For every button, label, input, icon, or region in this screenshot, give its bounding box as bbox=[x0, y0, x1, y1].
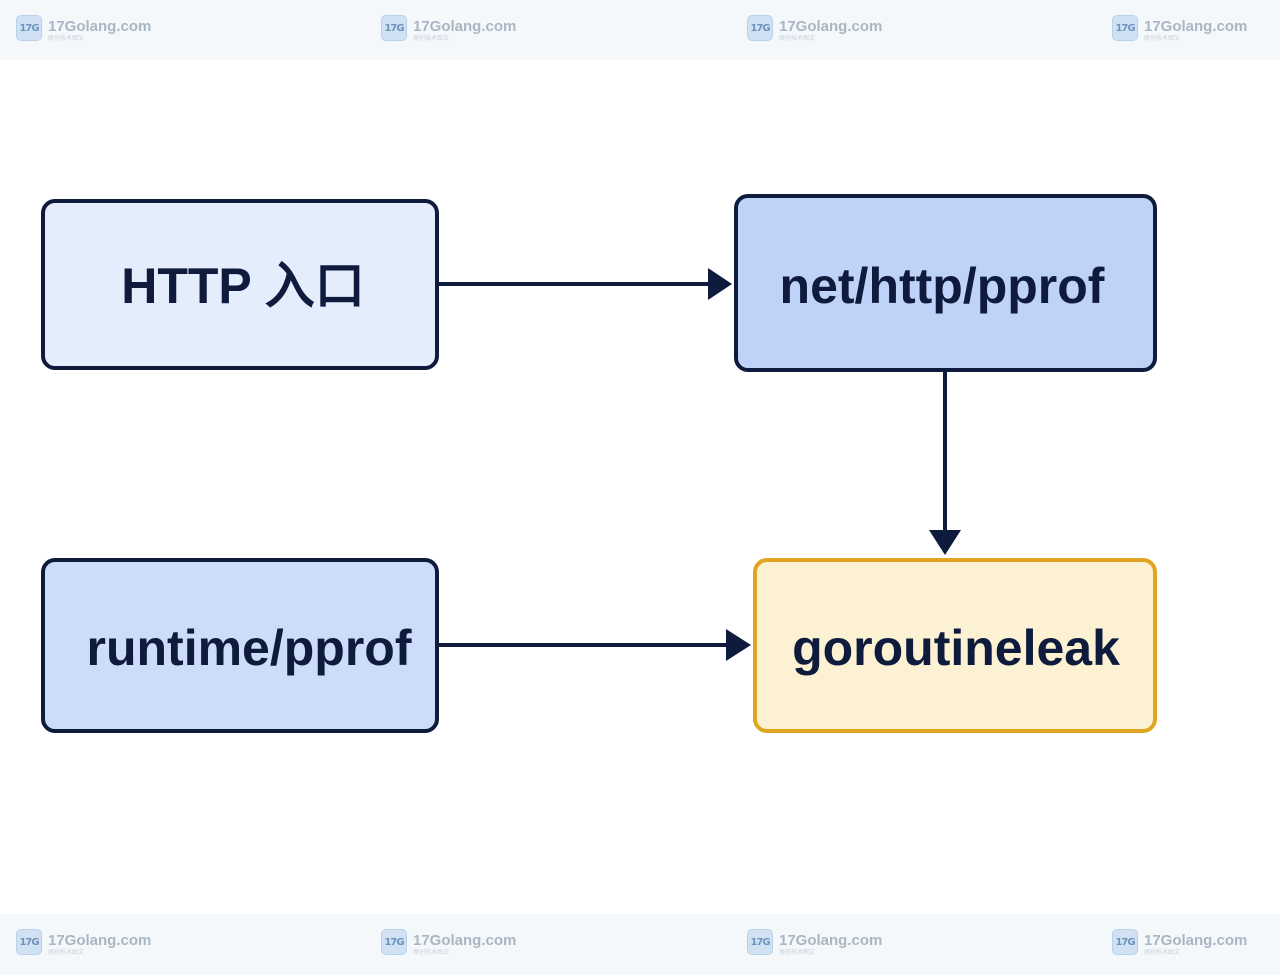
watermark-sub: 原创技术图文 bbox=[1144, 35, 1181, 42]
node-goroutineleak: goroutineleak bbox=[753, 558, 1157, 733]
watermark-sub: 原创技术图文 bbox=[779, 949, 816, 956]
watermark-site: 17Golang.com bbox=[413, 932, 517, 949]
watermark-bar-top: 17G 17Golang.com 原创技术图文 17G 17Golang.com… bbox=[0, 0, 1280, 60]
watermark: 17G 17Golang.com 原创技术图文 bbox=[747, 929, 882, 956]
watermark-sub: 原创技术图文 bbox=[413, 949, 450, 956]
watermark-logo-icon: 17G bbox=[381, 15, 407, 41]
watermark-site: 17Golang.com bbox=[1144, 932, 1248, 949]
edges bbox=[438, 268, 961, 661]
node-net-http-pprof: net/http/pprof bbox=[734, 194, 1157, 372]
watermark-logo-icon: 17G bbox=[747, 929, 773, 955]
node-box bbox=[734, 194, 1157, 372]
node-label: net/http/pprof bbox=[780, 258, 1105, 314]
watermark-sub: 原创技术图文 bbox=[779, 35, 816, 42]
watermark: 17G 17Golang.com 原创技术图文 bbox=[381, 929, 516, 956]
watermark-site: 17Golang.com bbox=[1144, 18, 1248, 35]
watermark-site: 17Golang.com bbox=[779, 18, 883, 35]
node-box bbox=[41, 199, 439, 370]
watermark: 17G 17Golang.com 原创技术图文 bbox=[16, 929, 151, 956]
watermark: 17G 17Golang.com 原创技术图文 bbox=[16, 15, 151, 42]
watermark: 17G 17Golang.com 原创技术图文 bbox=[381, 15, 516, 42]
watermark-logo-icon: 17G bbox=[381, 929, 407, 955]
watermark-sub: 原创技术图文 bbox=[1144, 949, 1181, 956]
watermark-logo-icon: 17G bbox=[1112, 929, 1138, 955]
node-label: HTTP 入口 bbox=[121, 258, 365, 314]
arrowhead-icon bbox=[726, 629, 751, 661]
watermark-logo-icon: 17G bbox=[16, 15, 42, 41]
watermark-site: 17Golang.com bbox=[48, 18, 152, 35]
arrowhead-icon bbox=[929, 530, 961, 555]
watermark: 17G 17Golang.com 原创技术图文 bbox=[1112, 929, 1247, 956]
watermark-site: 17Golang.com bbox=[48, 932, 152, 949]
watermark-bar-bottom: 17G 17Golang.com 原创技术图文 17G 17Golang.com… bbox=[0, 914, 1280, 975]
arrowhead-icon bbox=[708, 268, 732, 300]
watermark-sub: 原创技术图文 bbox=[413, 35, 450, 42]
node-http-entry: HTTP 入口 bbox=[41, 199, 439, 370]
watermark: 17G 17Golang.com 原创技术图文 bbox=[747, 15, 882, 42]
node-box bbox=[41, 558, 439, 733]
watermark: 17G 17Golang.com 原创技术图文 bbox=[1112, 15, 1247, 42]
watermark-site: 17Golang.com bbox=[779, 932, 883, 949]
watermark-logo-icon: 17G bbox=[16, 929, 42, 955]
watermark-sub: 原创技术图文 bbox=[48, 35, 85, 42]
watermark-site: 17Golang.com bbox=[413, 18, 517, 35]
watermark-logo-icon: 17G bbox=[747, 15, 773, 41]
watermark-sub: 原创技术图文 bbox=[48, 949, 85, 956]
node-box bbox=[753, 558, 1157, 733]
node-label: goroutineleak bbox=[792, 620, 1120, 676]
node-runtime-pprof: runtime/pprof bbox=[41, 558, 439, 733]
node-label: runtime/pprof bbox=[87, 620, 412, 676]
watermark-logo-icon: 17G bbox=[1112, 15, 1138, 41]
